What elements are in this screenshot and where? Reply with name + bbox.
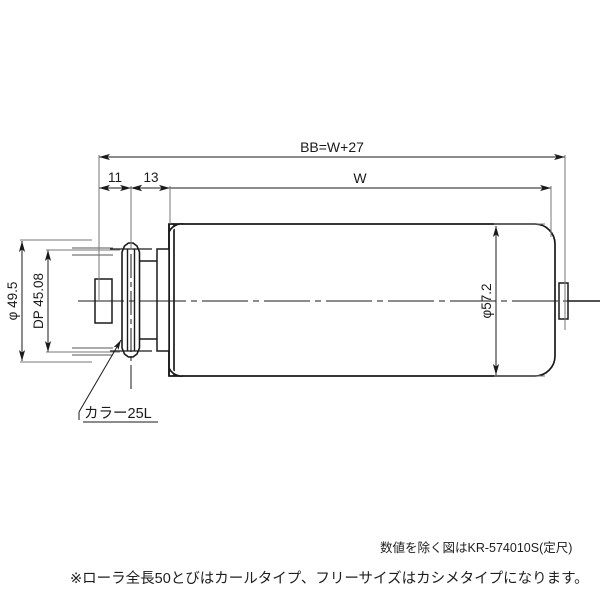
dimension-dp-45-08: DP 45.08 <box>31 250 52 352</box>
dim-13-label: 13 <box>143 170 158 185</box>
dim-phi495-label: φ 49.5 <box>5 282 20 321</box>
collar-leader-line: カラー25L <box>78 339 158 423</box>
left-section-lines <box>72 247 113 356</box>
dimension-segment-11: 11 <box>99 170 131 192</box>
dimension-phi-49-5: φ 49.5 <box>5 241 26 361</box>
dim-phi572-label: φ57.2 <box>479 283 494 318</box>
dim-bb-label: BB=W+27 <box>300 139 364 155</box>
dim-dp-label: DP 45.08 <box>31 273 46 329</box>
extension-lines-top <box>98 155 566 330</box>
extension-lines-right <box>494 223 545 377</box>
roller-end-shoulder <box>156 248 170 352</box>
dim-w-label: W <box>353 170 367 186</box>
dimension-w: W <box>131 170 551 192</box>
dimension-bb: BB=W+27 <box>99 139 565 161</box>
extension-lines-left <box>20 239 120 363</box>
dim-11-label: 11 <box>108 170 122 185</box>
dimension-phi-57-2: φ57.2 <box>479 226 500 375</box>
dimension-segment-13: 13 <box>131 170 170 192</box>
main-note: ※ローラ全長50とびはカールタイプ、フリーサイズはカシメタイプになります。 <box>70 571 589 587</box>
collar-callout-label: カラー25L <box>84 406 152 422</box>
reference-note: 数値を除く図はKR-574010S(定尺) <box>380 541 573 555</box>
roller-body-outline <box>168 223 556 377</box>
